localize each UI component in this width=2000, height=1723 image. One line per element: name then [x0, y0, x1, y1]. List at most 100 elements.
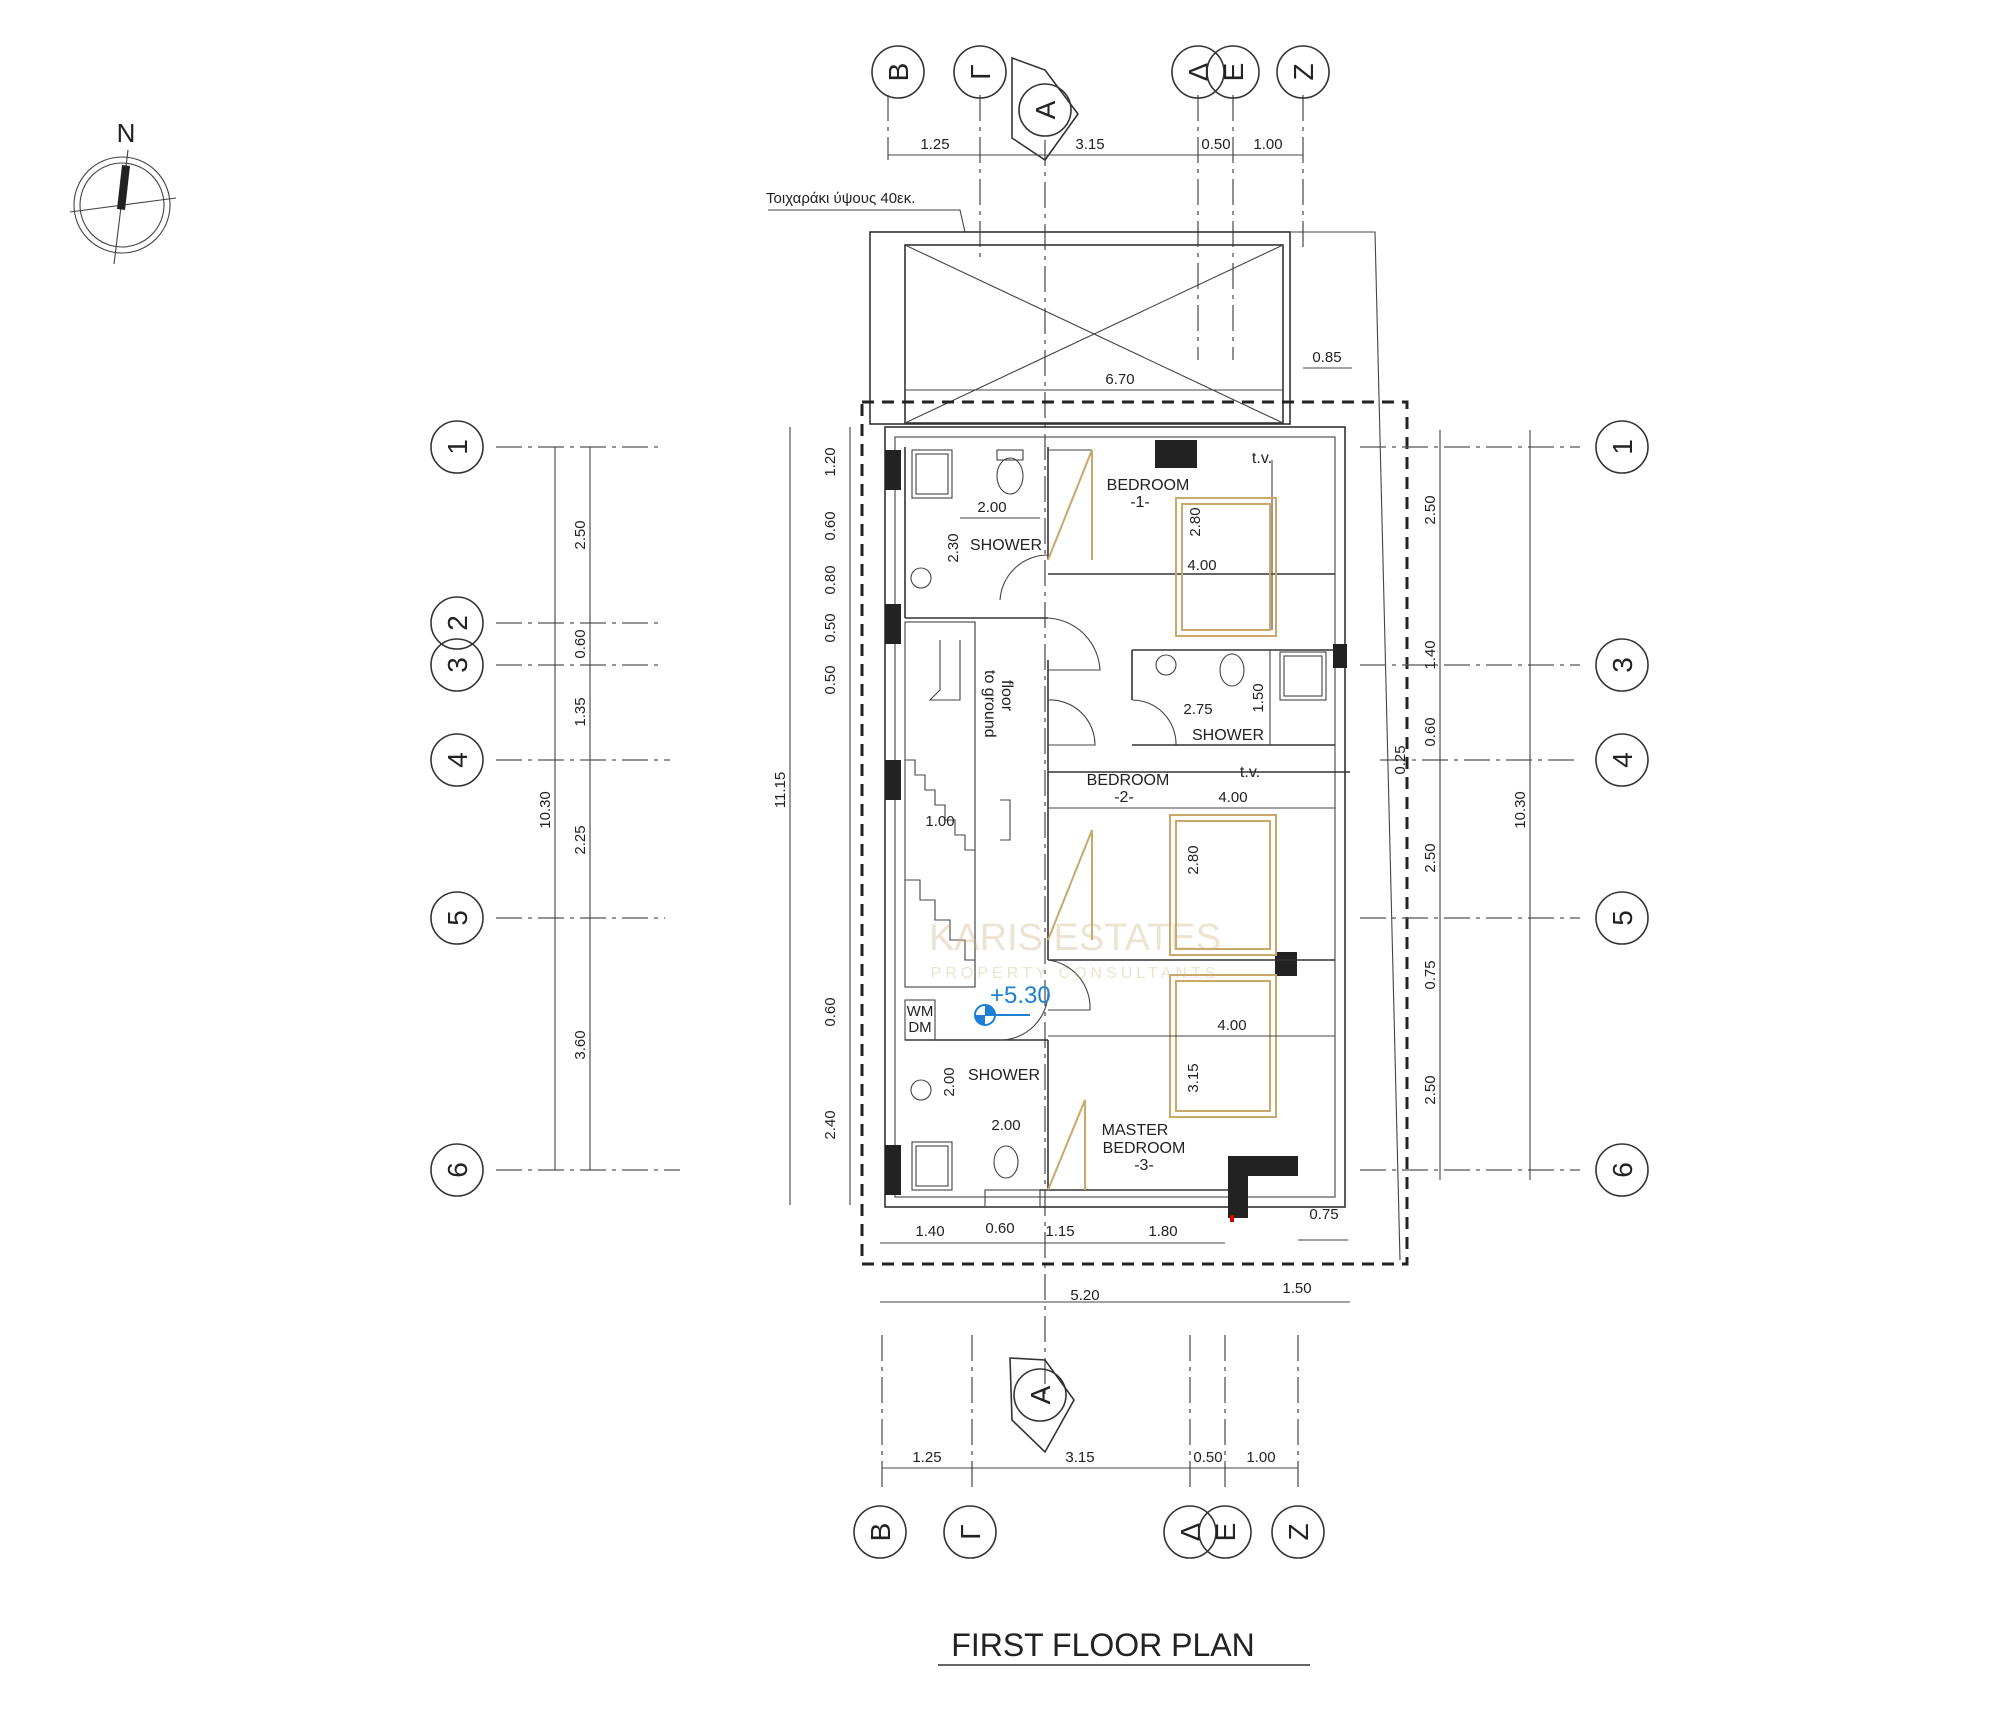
- svg-text:2.25: 2.25: [572, 825, 589, 854]
- svg-text:2.00: 2.00: [977, 499, 1006, 516]
- stairs-label-1: to ground: [981, 670, 998, 738]
- master-bedroom-label: BEDROOM: [1103, 1140, 1186, 1157]
- grid-col-d-top: Δ: [1183, 63, 1214, 82]
- grid-col-e-top: E: [1218, 63, 1249, 82]
- bottom-column-bubbles: B Γ Δ E Z: [853, 1505, 1325, 1559]
- staircase: to ground floor 1.00: [904, 621, 1015, 988]
- svg-text:0.50: 0.50: [822, 613, 839, 642]
- svg-text:2.50: 2.50: [1422, 495, 1439, 524]
- svg-text:A: A: [1025, 1385, 1056, 1404]
- grid-row-3-right: 3: [1607, 657, 1638, 673]
- svg-text:2.80: 2.80: [1185, 845, 1202, 874]
- svg-text:2.50: 2.50: [1422, 843, 1439, 872]
- svg-text:1.15: 1.15: [1045, 1223, 1074, 1240]
- north-label: N: [117, 118, 136, 148]
- interior-dimensions: 2.00 2.30 2.80 4.00 2.75 1.50 4.00 2.80 …: [941, 499, 1335, 1134]
- svg-text:2.40: 2.40: [822, 1110, 839, 1139]
- svg-text:1.25: 1.25: [912, 1449, 941, 1466]
- wm-label: WM: [907, 1003, 934, 1020]
- svg-text:3.15: 3.15: [1065, 1449, 1094, 1466]
- svg-text:0.60: 0.60: [822, 511, 839, 540]
- svg-text:1.00: 1.00: [1253, 136, 1282, 153]
- svg-text:2.50: 2.50: [572, 520, 589, 549]
- grid-col-g-top: Γ: [965, 64, 996, 79]
- watermark-main: KARIS ESTATES: [929, 917, 1221, 959]
- door-swings: [999, 449, 1177, 1191]
- grid-row-1-left: 1: [442, 439, 473, 455]
- plan-title: FIRST FLOOR PLAN: [951, 1627, 1254, 1663]
- grid-row-5-left: 5: [442, 910, 473, 926]
- svg-text:1.50: 1.50: [1250, 683, 1267, 712]
- svg-text:10.30: 10.30: [1512, 791, 1529, 829]
- bedroom-1-label: BEDROOM: [1107, 477, 1190, 494]
- svg-text:1.00: 1.00: [1246, 1449, 1275, 1466]
- svg-text:1.40: 1.40: [1422, 640, 1439, 669]
- svg-text:4.00: 4.00: [1218, 789, 1247, 806]
- grid-row-2-left: 2: [442, 615, 473, 631]
- svg-text:6.70: 6.70: [1105, 371, 1134, 388]
- interior-walls: [904, 447, 1350, 1208]
- balcony: 6.70 0.85: [869, 231, 1401, 1261]
- north-arrow-icon: N: [69, 118, 177, 265]
- stairs-label-2: floor: [998, 680, 1015, 712]
- master-number: -3-: [1134, 1157, 1154, 1174]
- svg-text:5.20: 5.20: [1070, 1287, 1099, 1304]
- svg-text:2.50: 2.50: [1422, 1075, 1439, 1104]
- section-marker-top: A: [1011, 56, 1079, 162]
- svg-text:1.20: 1.20: [822, 447, 839, 476]
- dm-label: DM: [908, 1019, 931, 1036]
- left-dimensions: 10.30 2.50 0.60 1.35 2.25 3.60 11.15 1.2…: [537, 427, 851, 1205]
- beds: [1169, 497, 1277, 1118]
- svg-text:1.40: 1.40: [915, 1223, 944, 1240]
- svg-text:0.50: 0.50: [1193, 1449, 1222, 1466]
- grid-col-z-top: Z: [1288, 63, 1319, 80]
- grid-row-3-left: 3: [442, 657, 473, 673]
- svg-text:2.75: 2.75: [1183, 701, 1212, 718]
- svg-text:A: A: [1030, 100, 1061, 119]
- svg-text:10.30: 10.30: [537, 791, 554, 829]
- svg-text:0.50: 0.50: [822, 665, 839, 694]
- grid-row-5-right: 5: [1607, 910, 1638, 926]
- svg-text:2.00: 2.00: [991, 1117, 1020, 1134]
- grid-col-z-bottom: Z: [1283, 1523, 1314, 1540]
- grid-row-4-right: 4: [1607, 752, 1638, 768]
- svg-text:1.50: 1.50: [1282, 1280, 1311, 1297]
- grid-row-6-left: 6: [442, 1162, 473, 1178]
- svg-text:11.15: 11.15: [772, 772, 789, 808]
- svg-text:2.80: 2.80: [1187, 507, 1204, 536]
- level-marker: +5.30: [974, 982, 1051, 1026]
- right-row-axes: 1 3 4 5 6: [1360, 420, 1649, 1197]
- grid-row-6-right: 6: [1607, 1162, 1638, 1178]
- svg-text:1.00: 1.00: [925, 813, 954, 830]
- top-dimensions: 1.25 3.15 0.50 1.00: [888, 136, 1303, 156]
- room-labels: BEDROOM -1- t.v. SHOWER SHOWER BEDROOM -…: [907, 450, 1272, 1174]
- bedroom-2-label: BEDROOM: [1087, 772, 1170, 789]
- svg-text:2.00: 2.00: [941, 1067, 958, 1096]
- wall-height-note: Τοιχαράκι ύψους 40εκ.: [766, 190, 915, 207]
- svg-text:3.15: 3.15: [1075, 136, 1104, 153]
- grid-col-b-bottom: B: [865, 1523, 896, 1542]
- bottom-dimensions: 1.40 0.60 1.15 1.80 0.75 5.20 1.50 1.25 …: [880, 1206, 1350, 1469]
- svg-text:0.60: 0.60: [985, 1220, 1014, 1237]
- grid-col-b-top: B: [883, 63, 914, 82]
- svg-text:0.75: 0.75: [1422, 960, 1439, 989]
- svg-text:3.60: 3.60: [572, 1030, 589, 1059]
- grid-row-1-right: 1: [1607, 439, 1638, 455]
- tv-label-2: t.v.: [1240, 764, 1260, 781]
- svg-text:0.25: 0.25: [1392, 745, 1409, 774]
- svg-text:0.60: 0.60: [1422, 717, 1439, 746]
- bath-fixtures: [904, 449, 1327, 1191]
- svg-text:0.60: 0.60: [572, 629, 589, 658]
- svg-text:4.00: 4.00: [1187, 557, 1216, 574]
- grid-col-e-bottom: E: [1210, 1523, 1241, 1542]
- svg-text:0.80: 0.80: [822, 565, 839, 594]
- svg-text:0.60: 0.60: [822, 997, 839, 1026]
- svg-text:3.15: 3.15: [1185, 1063, 1202, 1092]
- grid-col-d-bottom: Δ: [1175, 1523, 1206, 1542]
- shower-top-label: SHOWER: [970, 537, 1042, 554]
- master-label: MASTER: [1102, 1122, 1169, 1139]
- svg-text:1.25: 1.25: [920, 136, 949, 153]
- svg-text:0.85: 0.85: [1312, 349, 1341, 366]
- bedroom-2-number: -2-: [1114, 789, 1134, 806]
- svg-text:1.35: 1.35: [572, 697, 589, 726]
